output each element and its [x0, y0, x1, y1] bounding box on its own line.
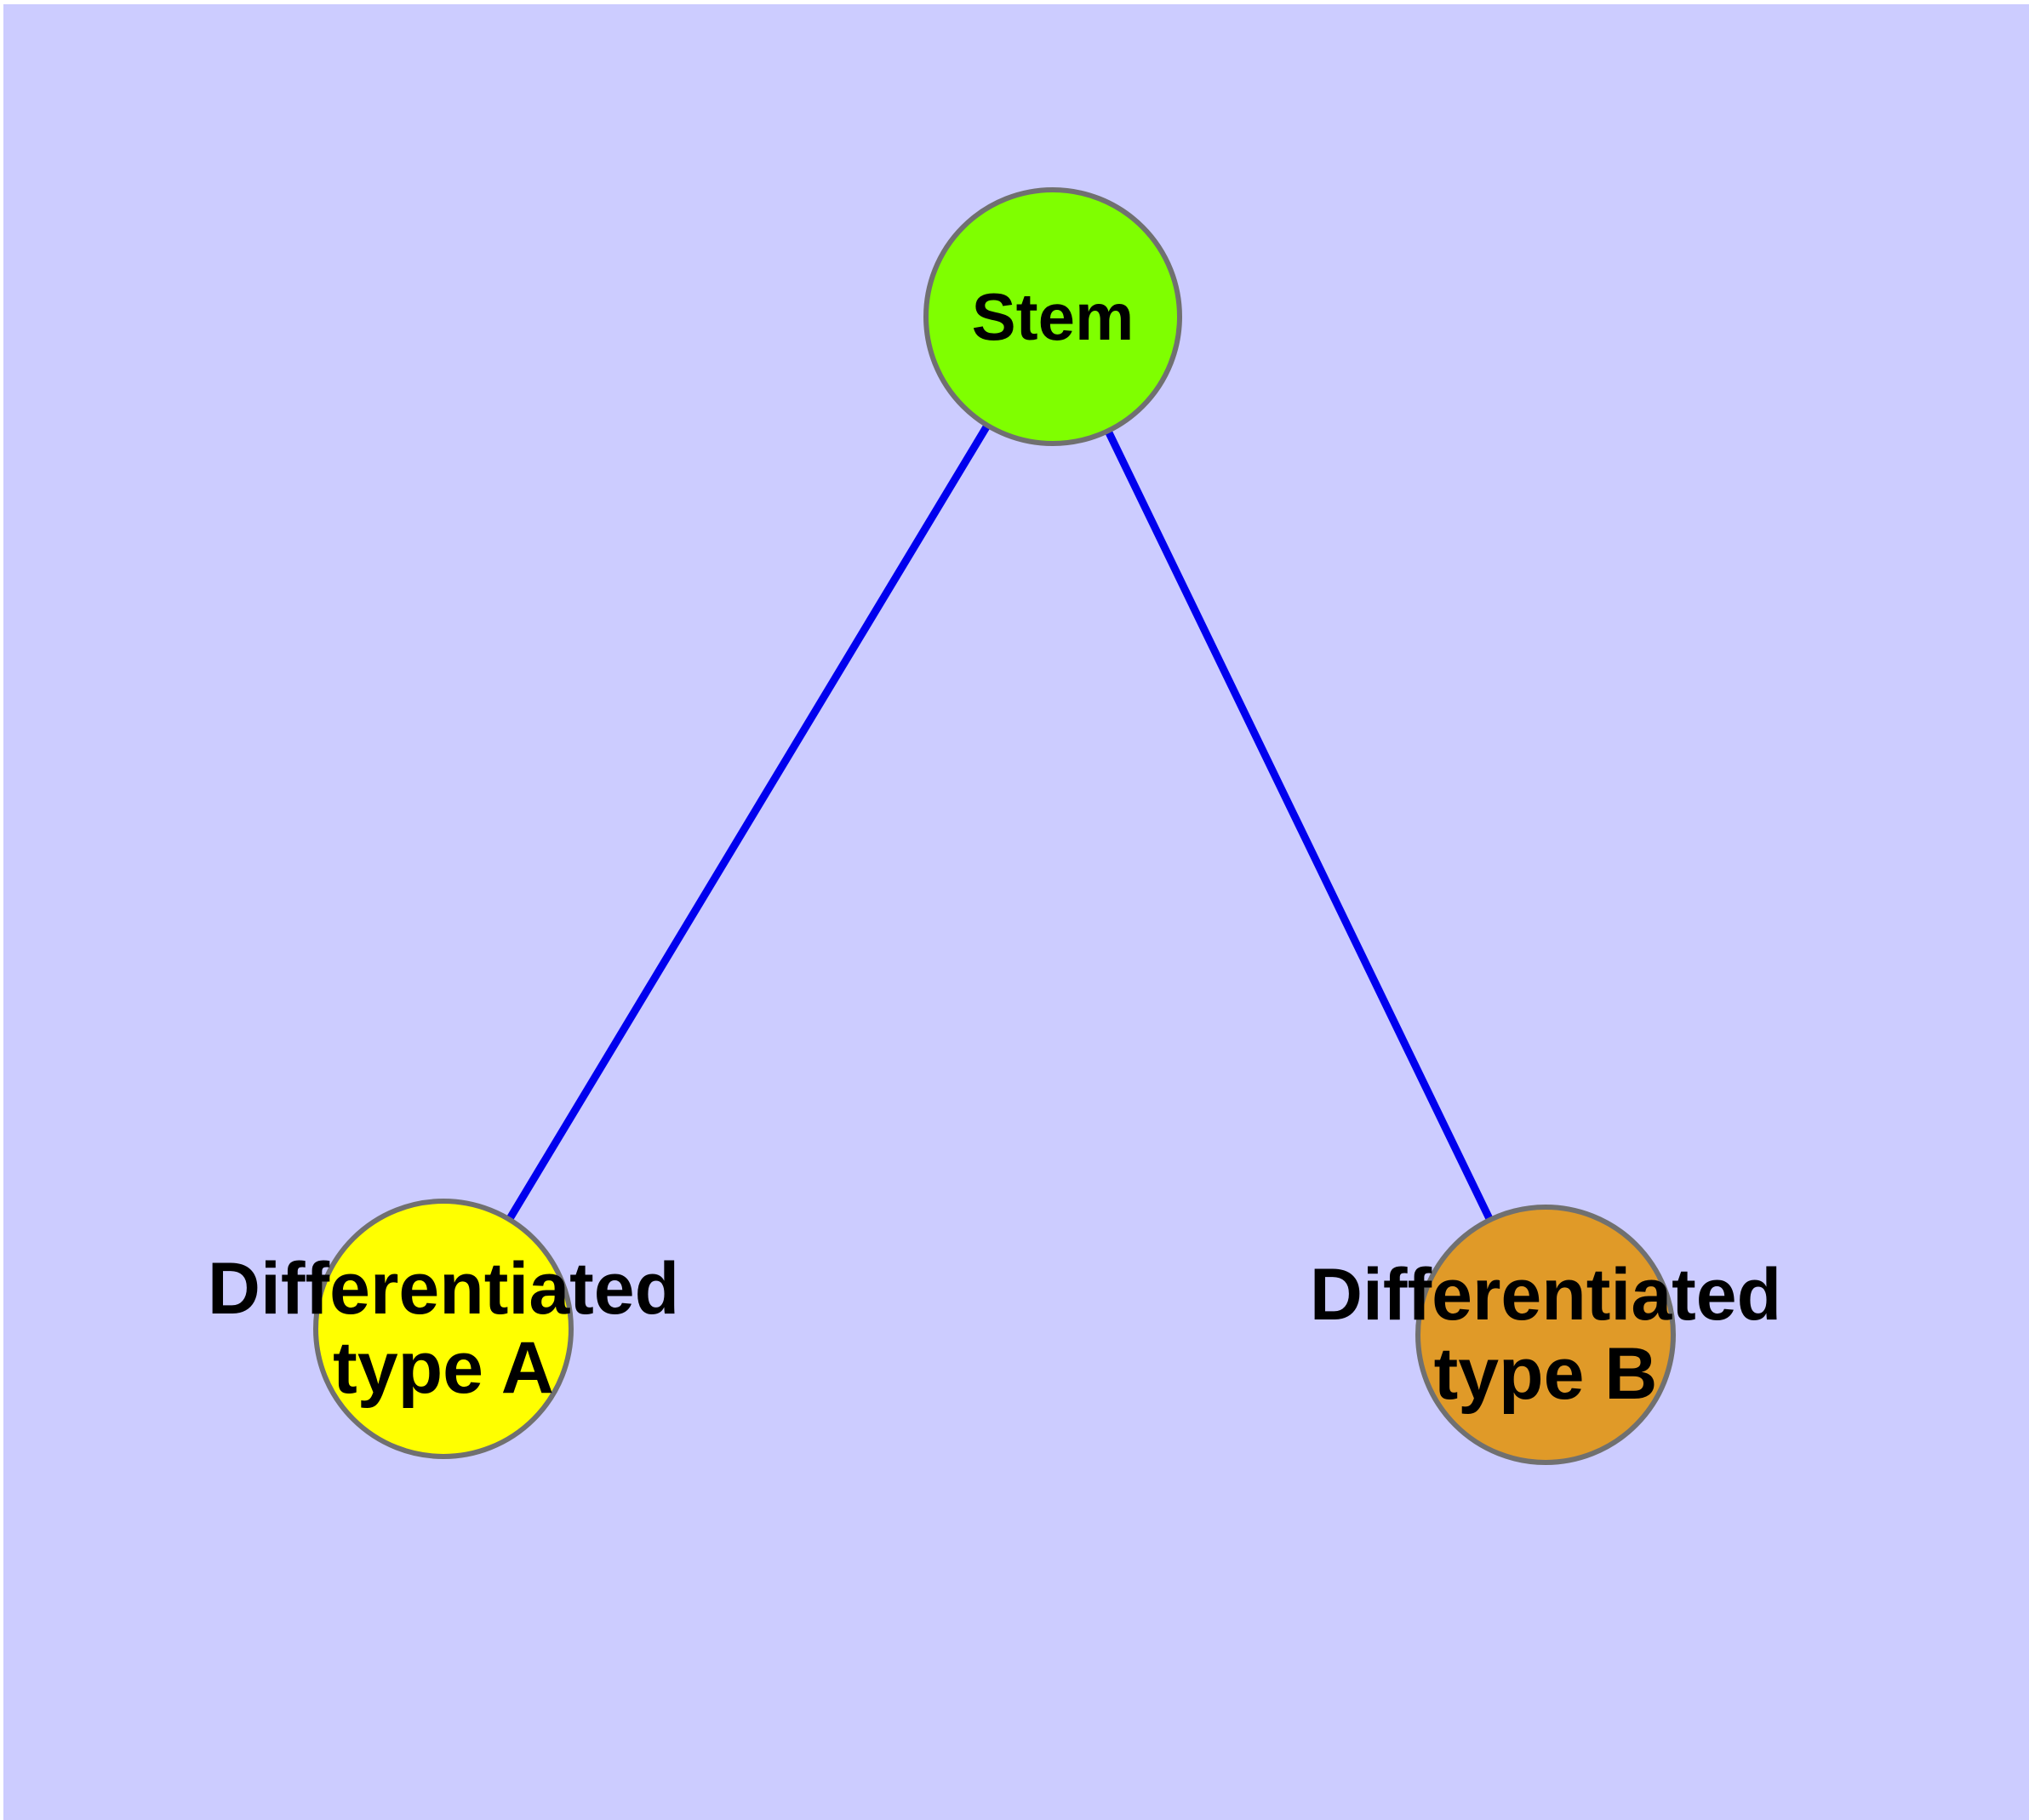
graph-edge-stem-diff_b[interactable]	[1049, 315, 1550, 1336]
edges-layer	[440, 314, 1550, 1336]
graph-node-diff_a[interactable]	[313, 1199, 574, 1459]
nodes-layer	[313, 187, 1676, 1465]
graph-node-diff_b[interactable]	[1415, 1205, 1676, 1465]
graph-edge-stem-diff_a[interactable]	[440, 314, 1056, 1331]
graph-node-stem[interactable]	[923, 187, 1182, 446]
